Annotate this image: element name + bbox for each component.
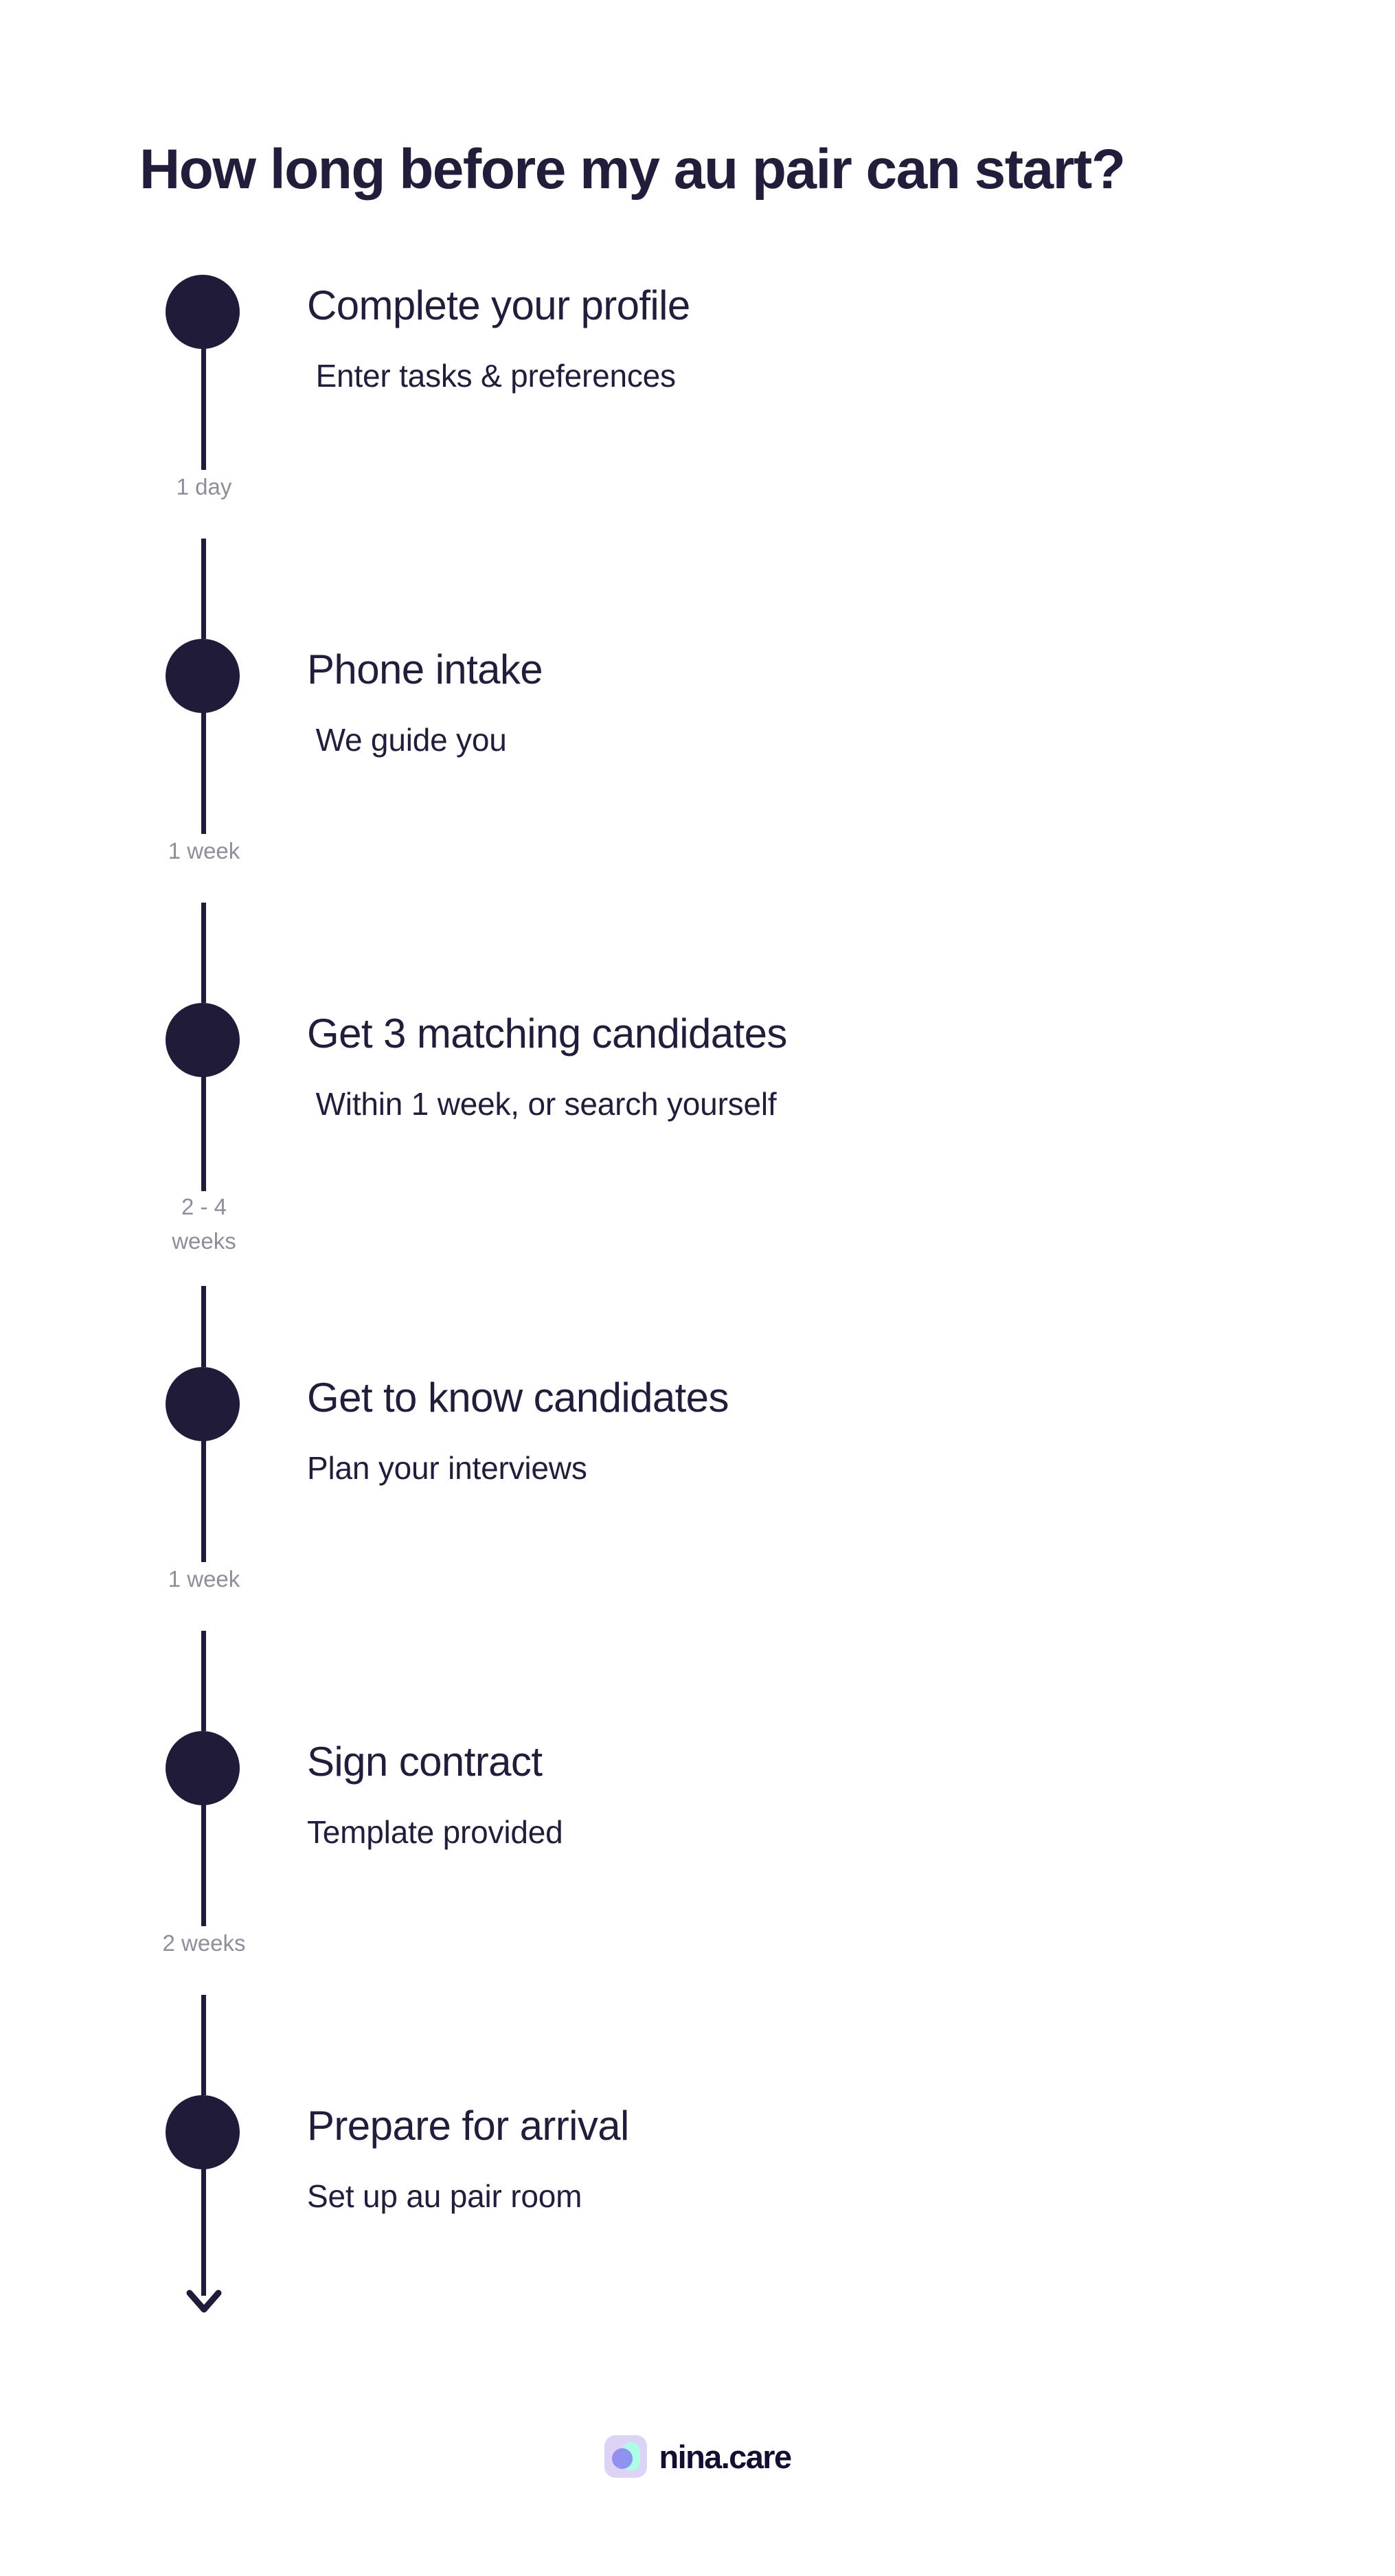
step-heading: Complete your profile (307, 282, 690, 328)
brand-wordmark: nina.care (659, 2438, 793, 2475)
step-subtitle: Within 1 week, or search yourself (307, 1086, 777, 1122)
step-duration-label: 2 weeks (162, 1930, 246, 1956)
connector-line-segment (201, 1995, 206, 2095)
step-subtitle: Set up au pair room (307, 2178, 582, 2214)
step-subtitle: Template provided (307, 1814, 563, 1850)
connector-line-segment (201, 1433, 206, 1562)
step-heading: Prepare for arrival (307, 2103, 629, 2149)
logo-circle-shape (611, 2448, 633, 2469)
timeline-step: Get to know candidates Plan your intervi… (0, 1367, 1395, 1731)
step-duration-label: 1 day (176, 474, 232, 499)
step-heading: Phone intake (307, 646, 543, 692)
timeline-step: Complete your profile Enter tasks & pref… (0, 275, 1395, 639)
connector-line-segment (201, 1631, 206, 1731)
step-subtitle: Plan your interviews (307, 1450, 587, 1486)
page-title: How long before my au pair can start? (139, 138, 1126, 201)
timeline-node-marker (166, 2095, 240, 2169)
arrow-down-icon (186, 2290, 222, 2313)
timeline-step: Phone intake We guide you 1 week (0, 639, 1395, 1003)
timeline-node-marker (166, 1367, 240, 1441)
connector-line-segment (201, 1286, 206, 1367)
connector-line-segment (201, 2161, 206, 2296)
step-heading: Get to know candidates (307, 1375, 729, 1421)
timeline: Complete your profile Enter tasks & pref… (0, 275, 1395, 2384)
connector-line-segment (201, 903, 206, 1003)
timeline-step: Prepare for arrival Set up au pair room (0, 2095, 1395, 2384)
timeline-node-marker (166, 275, 240, 349)
connector-line-segment (201, 539, 206, 639)
step-subtitle: Enter tasks & preferences (307, 358, 676, 394)
step-duration-label: 1 week (168, 838, 240, 863)
step-duration-label: 2 - 4 weeks (172, 1194, 236, 1254)
connector-line-segment (201, 1797, 206, 1926)
step-duration-label: 1 week (168, 1566, 240, 1592)
timeline-step: Get 3 matching candidates Within 1 week,… (0, 1003, 1395, 1367)
connector-line-segment (201, 705, 206, 834)
nina-care-logo-icon (604, 2435, 647, 2478)
step-heading: Get 3 matching candidates (307, 1010, 787, 1057)
connector-line-segment (201, 341, 206, 470)
timeline-node-marker (166, 1731, 240, 1805)
timeline-node-marker (166, 1003, 240, 1077)
step-heading: Sign contract (307, 1739, 543, 1785)
timeline-step: Sign contract Template provided 2 weeks (0, 1731, 1395, 2095)
timeline-node-marker (166, 639, 240, 713)
footer-branding: nina.care (0, 2435, 1395, 2478)
connector-line-segment (201, 1069, 206, 1191)
step-subtitle: We guide you (307, 722, 507, 758)
